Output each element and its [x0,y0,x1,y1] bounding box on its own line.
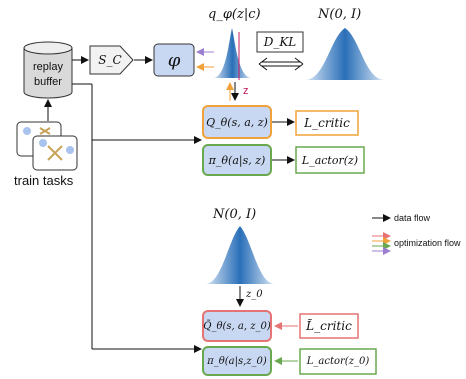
prior-bottom-label: N(0, I) [213,207,257,222]
loss-actor-label: L_actor(z) [301,153,359,167]
kl-label: D_KL [263,35,297,49]
replay-buffer-label: replay buffer [24,60,72,90]
loss-critic-box [295,110,359,136]
loss-actor-0-label: L_actor(z_0) [306,356,370,367]
legend [372,214,391,255]
sampler-shape [89,45,134,75]
replay-buffer-cylinder [23,41,73,99]
train-task-cards [16,121,78,171]
prior-top-label: N(0, I) [318,7,362,22]
loss-critic-0-box [299,313,359,339]
kl-box [256,31,304,53]
kl-double-arrow [258,57,304,71]
encoder-box [153,43,195,77]
q-critic-label: Q_θ(s, a, z) [206,115,268,129]
posterior-label: q_φ(z|c) [208,7,261,22]
policy-0-label: π_θ(a|s,z_0) [207,355,267,367]
replay-buffer-line2: buffer [34,76,62,88]
posterior-gaussian [213,28,252,78]
policy-box [202,144,272,176]
q-critic-0-box [202,310,272,342]
prior-gaussian-bottom [205,226,275,284]
prior-gaussian-top [305,28,385,80]
sampler-label: S_C [98,53,122,67]
z-label: z [243,85,249,97]
loss-critic-0-label: L̃_critic [306,319,352,333]
loss-actor-0-box [299,348,377,375]
loss-critic-label: L_critic [304,116,350,130]
legend-data-flow-label: data flow [394,213,431,223]
q-critic-box [202,105,272,139]
replay-buffer-line1: replay [33,61,63,73]
policy-0-box [202,346,272,376]
legend-optimization-flow-label: optimization flow [394,238,461,248]
train-tasks-label: train tasks [14,173,74,188]
q-critic-0-label: Q̃_θ(s, a, z_0) [203,320,271,332]
encoder-label: φ [167,49,181,71]
loss-actor-box [295,146,365,174]
z0-label: z_0 [246,289,263,300]
policy-label: π_θ(a|s, z) [208,153,266,167]
